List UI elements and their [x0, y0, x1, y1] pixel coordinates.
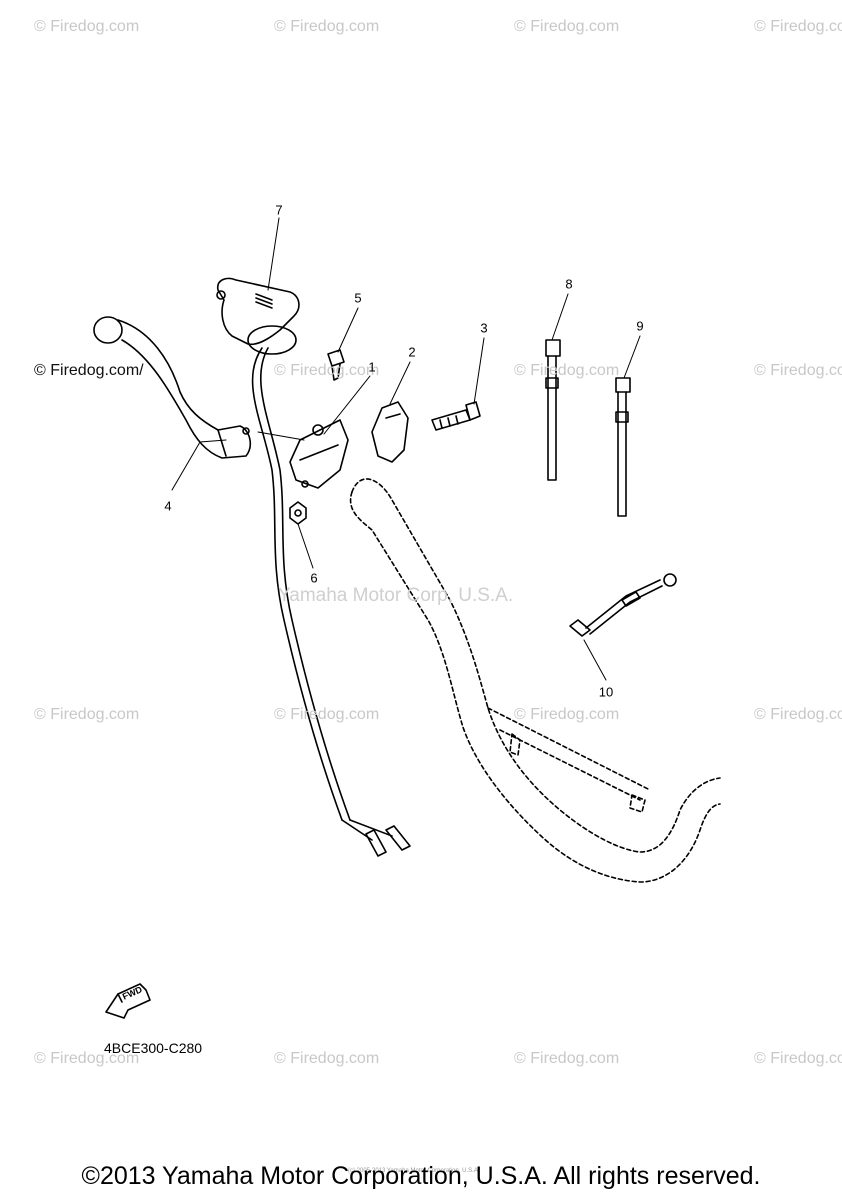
callout-3: 3	[480, 320, 488, 336]
watermark: © Firedog.com	[514, 706, 620, 723]
cable-tie-8	[545, 339, 561, 481]
cable-tie-9	[615, 377, 631, 517]
watermark: © Firedog.com	[34, 18, 140, 35]
fwd-arrow	[105, 983, 151, 1019]
callout-9: 9	[636, 318, 644, 334]
watermark-center: Yamaha Motor Corp, U.S.A.	[278, 585, 514, 606]
watermark: © Firedog.com	[754, 1050, 842, 1067]
lead-wire	[569, 573, 677, 637]
leader-lines	[171, 217, 641, 681]
handlebar	[349, 478, 721, 883]
callout-10: 10	[598, 684, 614, 700]
watermark: © Firedog.com	[754, 706, 842, 723]
clamp-bolt	[431, 401, 481, 431]
callout-7: 7	[275, 202, 283, 218]
pivot-screw	[327, 349, 345, 381]
watermark: © Firedog.com	[274, 1050, 380, 1067]
diagram-code: 4BCE300-C280	[104, 1040, 203, 1056]
watermark: © Firedog.com/	[34, 362, 144, 379]
watermark: © Firedog.com	[274, 18, 380, 35]
copyright-notice: ©2013 Yamaha Motor Corporation, U.S.A. A…	[81, 1162, 761, 1190]
watermark: © Firedog.com	[34, 706, 140, 723]
callout-1: 1	[368, 359, 376, 375]
watermark: © Firedog.com	[514, 18, 620, 35]
callout-6: 6	[310, 570, 318, 586]
pivot-nut	[289, 501, 307, 525]
callout-5: 5	[354, 290, 362, 306]
watermark: © Firedog.com	[34, 1050, 140, 1067]
callout-4: 4	[164, 498, 172, 514]
clutch-lever	[93, 316, 252, 459]
switch-cable	[251, 347, 411, 857]
watermark: © Firedog.com	[754, 18, 842, 35]
callout-2: 2	[408, 344, 416, 360]
holder-clamp	[371, 401, 409, 463]
handlebar-switch	[216, 277, 300, 355]
callout-8: 8	[565, 276, 573, 292]
watermark: © Firedog.com	[274, 362, 380, 379]
watermark: © Firedog.com	[514, 1050, 620, 1067]
watermark: © Firedog.com	[274, 706, 380, 723]
tiny-copyright-note: (c) 2005-2013 Yamaha Motor Corporation, …	[348, 1168, 480, 1174]
watermark: © Firedog.com	[514, 362, 620, 379]
lever-holder	[289, 419, 349, 489]
watermark: © Firedog.com	[754, 362, 842, 379]
